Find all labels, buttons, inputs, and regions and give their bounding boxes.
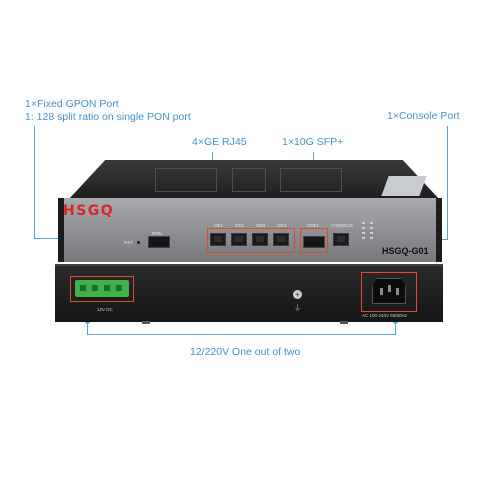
rst-button[interactable] — [137, 241, 140, 244]
ge1-port[interactable] — [210, 233, 226, 246]
ge-port-block — [207, 228, 295, 253]
terminal-screw-2 — [92, 285, 98, 291]
model-label: HSGQ-G01 — [382, 246, 429, 256]
brand-logo: HSGQ — [63, 203, 115, 219]
xge-port[interactable] — [303, 236, 325, 248]
ge4-port[interactable] — [273, 233, 289, 246]
chassis-sticker — [381, 176, 427, 196]
device-foot-right — [340, 321, 348, 324]
console-port[interactable] — [333, 233, 349, 246]
status-led-7 — [370, 232, 373, 234]
gpon-callout-line2: 1: 128 split ratio on single PON port — [25, 111, 191, 123]
rst-label: RST — [124, 240, 133, 245]
screw-icon: + — [293, 290, 302, 299]
console-callout: 1×Console Port — [387, 110, 460, 122]
status-led-4 — [362, 237, 365, 239]
terminal-screw-1 — [80, 285, 86, 291]
ac-label: AC 100-240V 50/60Hz — [362, 313, 408, 318]
ac-pin-2 — [388, 285, 391, 292]
ge4-label: GE4 — [277, 223, 287, 228]
ge-callout: 4×GE RJ45 — [192, 136, 247, 148]
chassis-ridge-left — [155, 168, 217, 192]
status-led-8 — [370, 237, 373, 239]
power-callout: 12/220V One out of two — [190, 346, 301, 358]
power-leader-left — [87, 322, 88, 334]
pon-label: PON — [152, 231, 162, 236]
device-front-panel — [58, 198, 442, 262]
dc-terminal[interactable] — [75, 280, 129, 297]
chassis-ridge-mid — [232, 168, 266, 192]
console-label: CONSOLE — [331, 223, 354, 228]
terminal-screw-4 — [116, 285, 122, 291]
dc-terminal-block — [70, 276, 134, 302]
gpon-callout-line1: 1×Fixed GPON Port — [25, 98, 119, 110]
console-leader-v — [447, 126, 448, 240]
device-top-chassis — [68, 160, 440, 200]
power-leader-right — [395, 322, 396, 334]
dc-label: 12V DC — [97, 307, 113, 312]
terminal-screw-3 — [104, 285, 110, 291]
status-led-2 — [362, 227, 365, 229]
pon-port[interactable] — [148, 236, 170, 248]
status-led-5 — [370, 222, 373, 224]
chassis-ridge-right — [280, 168, 342, 192]
ge3-port[interactable] — [252, 233, 268, 246]
power-leader-bottom — [87, 334, 396, 335]
ac-inlet-block — [361, 272, 417, 312]
ground-icon: ⏚ — [294, 305, 301, 312]
device-foot-left — [142, 321, 150, 324]
ge2-port[interactable] — [231, 233, 247, 246]
status-led-3 — [362, 232, 365, 234]
ge1-label: GE1 — [214, 223, 224, 228]
status-led-6 — [370, 227, 373, 229]
ac-pin-3 — [396, 288, 399, 295]
ge3-label: GE3 — [256, 223, 266, 228]
ge2-label: GE2 — [235, 223, 245, 228]
ac-pin-1 — [380, 288, 383, 295]
sfp-callout: 1×10G SFP+ — [282, 136, 344, 148]
status-led-1 — [362, 222, 365, 224]
xge-label: XGE1 — [307, 223, 320, 228]
xge-port-block — [300, 228, 328, 253]
gpon-leader-v — [34, 126, 35, 239]
